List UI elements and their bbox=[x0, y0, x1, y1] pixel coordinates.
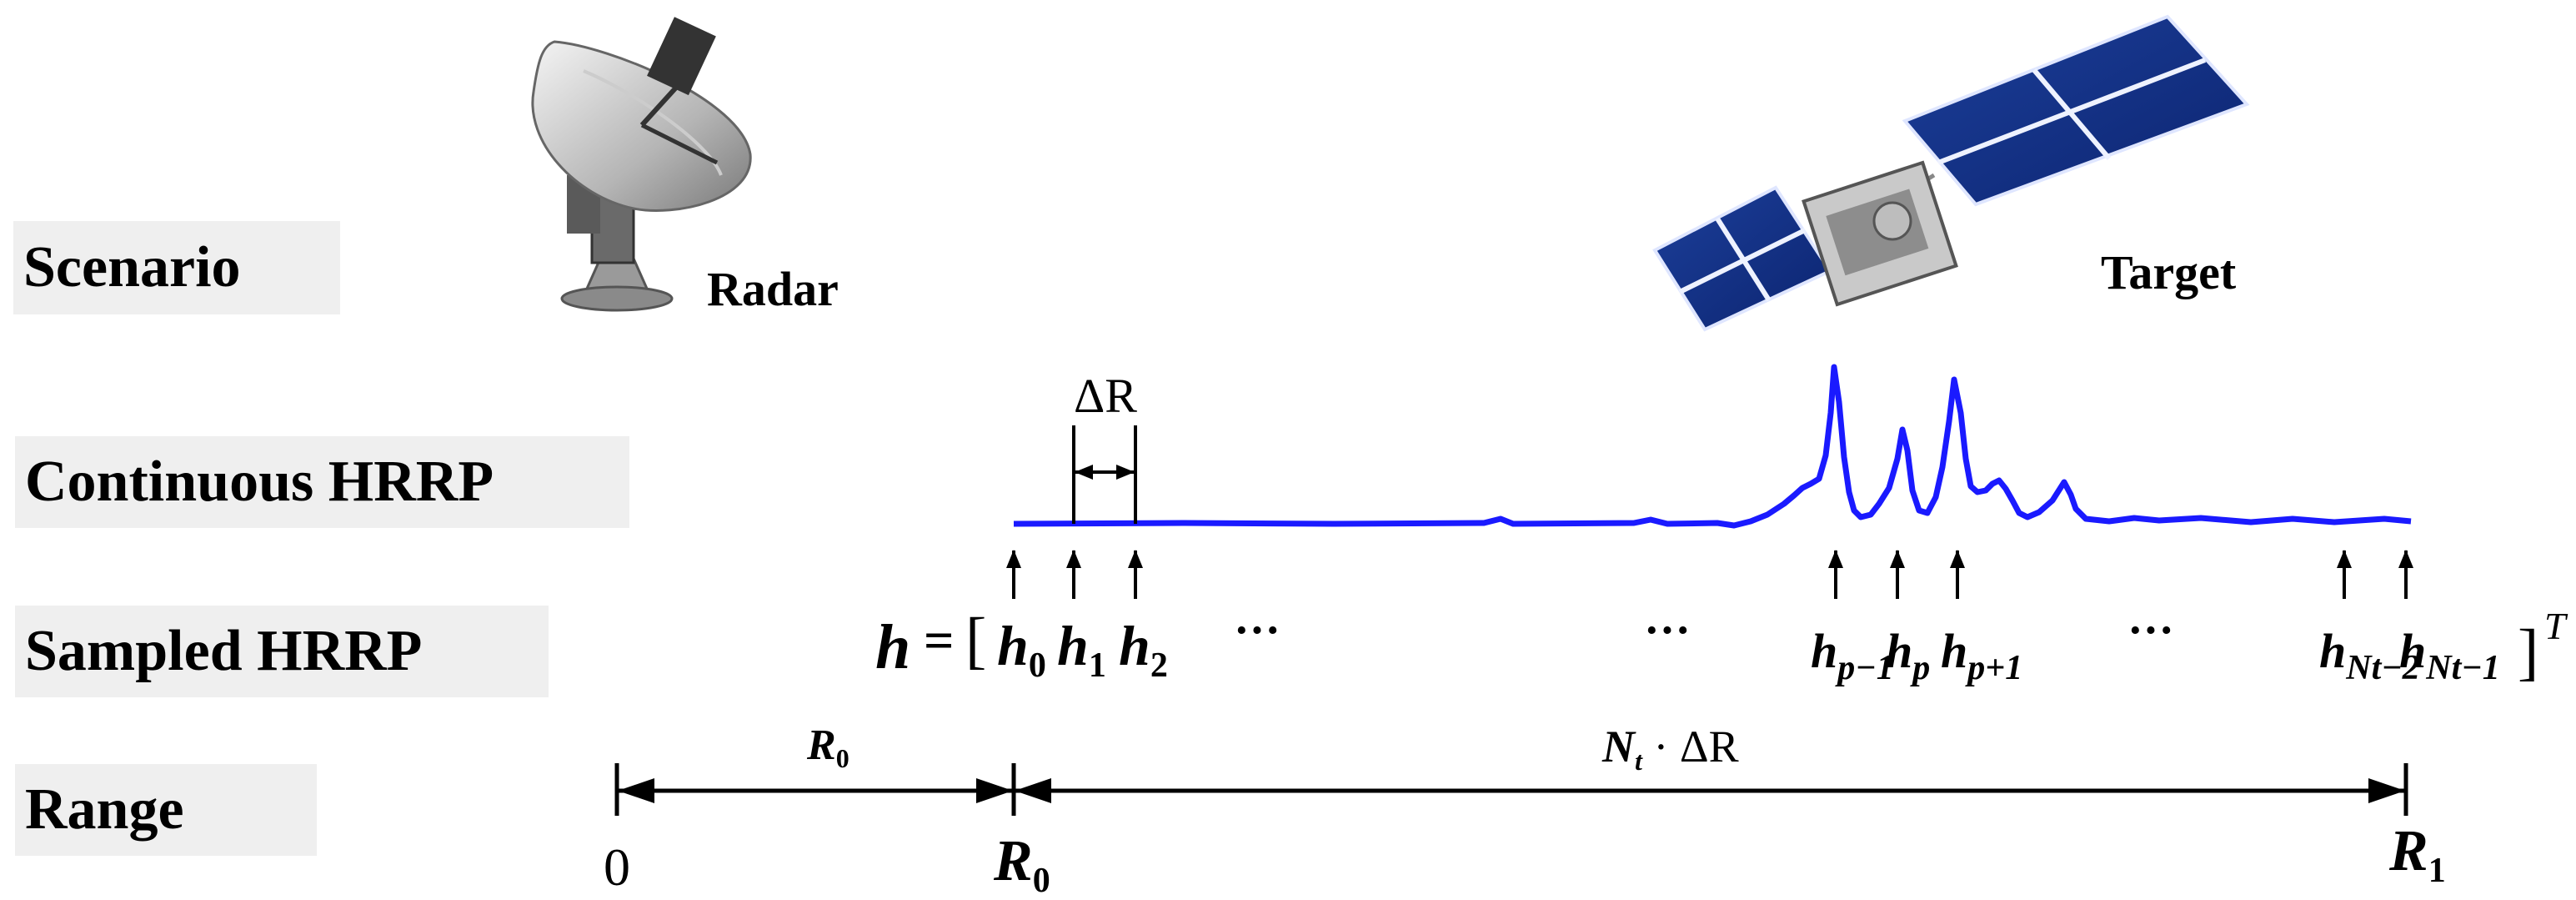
range-total-span-label: Nt · ΔR bbox=[1602, 722, 1739, 776]
tick-label-r1: R1 bbox=[2389, 819, 2446, 890]
delta-r-label: ΔR bbox=[1074, 369, 1137, 423]
close-bracket: ] bbox=[2518, 617, 2539, 687]
sample-h2: h2 bbox=[1119, 614, 1168, 685]
transpose-superscript: T bbox=[2544, 605, 2566, 647]
sample-h0: h0 bbox=[997, 614, 1046, 685]
equals-sign: = bbox=[924, 611, 955, 670]
sample-hnt-minus-1: hNt−1 bbox=[2399, 624, 2500, 687]
sample-arrows bbox=[1006, 550, 2413, 599]
open-bracket: [ bbox=[965, 606, 987, 676]
sample-hp-minus-1: hp−1 bbox=[1811, 624, 1894, 687]
ellipsis-2: ··· bbox=[1644, 605, 1691, 656]
row-label-continuous-hrrp: Continuous HRRP bbox=[15, 436, 629, 528]
row-label-range: Range bbox=[15, 764, 317, 856]
sample-hp: hp bbox=[1886, 624, 1931, 687]
row-label-sampled-hrrp: Sampled HRRP bbox=[15, 606, 549, 697]
radar-label: Radar bbox=[707, 262, 839, 316]
ellipsis-1: ··· bbox=[1234, 605, 1281, 656]
sample-h1: h1 bbox=[1057, 614, 1106, 685]
range-r0-span-label: R0 bbox=[807, 722, 849, 773]
satellite-icon bbox=[1652, 14, 2250, 332]
row-label-scenario: Scenario bbox=[13, 221, 340, 314]
radar-dish-icon bbox=[531, 17, 752, 312]
tick-label-r0: R0 bbox=[994, 829, 1050, 900]
sample-hp-plus-1: hp+1 bbox=[1941, 624, 2023, 687]
range-axis bbox=[614, 763, 2408, 816]
sample-hnt-minus-2: hNt−2 bbox=[2319, 624, 2420, 687]
target-label: Target bbox=[2101, 245, 2237, 299]
delta-r-bracket bbox=[1072, 425, 1137, 524]
continuous-hrrp-signal bbox=[1013, 364, 2412, 529]
h-vector-symbol: h bbox=[875, 612, 911, 682]
tick-label-zero: 0 bbox=[604, 837, 630, 897]
ellipsis-3: ··· bbox=[2127, 605, 2175, 656]
